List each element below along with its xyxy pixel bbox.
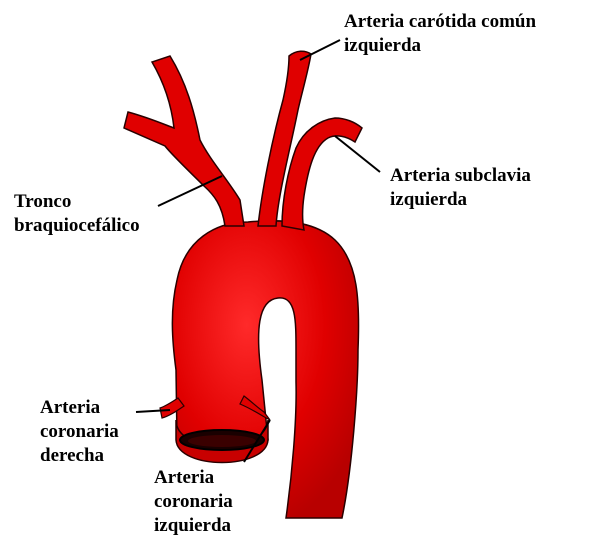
label-tronco-line-1: Tronco	[14, 190, 140, 214]
label-coronaria-der-line-1: Arteria	[40, 396, 119, 420]
label-coronaria-izq-line-2: coronaria	[154, 490, 233, 514]
left-subclavian	[282, 118, 362, 230]
leader-line-carotid	[300, 40, 340, 60]
label-subclavia-line-1: Arteria subclavia	[390, 164, 531, 188]
label-coronaria-der-line-3: derecha	[40, 444, 119, 468]
label-carotida-line-1: Arteria carótida común	[344, 10, 536, 34]
label-coronaria-izq-line-1: Arteria	[154, 466, 233, 490]
label-subclavia-izquierda: Arteria subclavia izquierda	[390, 164, 531, 212]
label-coronaria-izquierda: Arteria coronaria izquierda	[154, 466, 233, 538]
brachiocephalic-trunk	[124, 56, 244, 226]
label-coronaria-derecha: Arteria coronaria derecha	[40, 396, 119, 468]
label-subclavia-line-2: izquierda	[390, 188, 531, 212]
label-coronaria-izq-line-3: izquierda	[154, 514, 233, 538]
label-carotida-line-2: izquierda	[344, 34, 536, 58]
leader-line-subclavia	[335, 136, 380, 172]
label-tronco-braquiocefalico: Tronco braquiocefálico	[14, 190, 140, 238]
label-tronco-line-2: braquiocefálico	[14, 214, 140, 238]
aortic-valve-inner	[188, 435, 256, 447]
label-coronaria-der-line-2: coronaria	[40, 420, 119, 444]
label-carotida-comun-izquierda: Arteria carótida común izquierda	[344, 10, 536, 58]
